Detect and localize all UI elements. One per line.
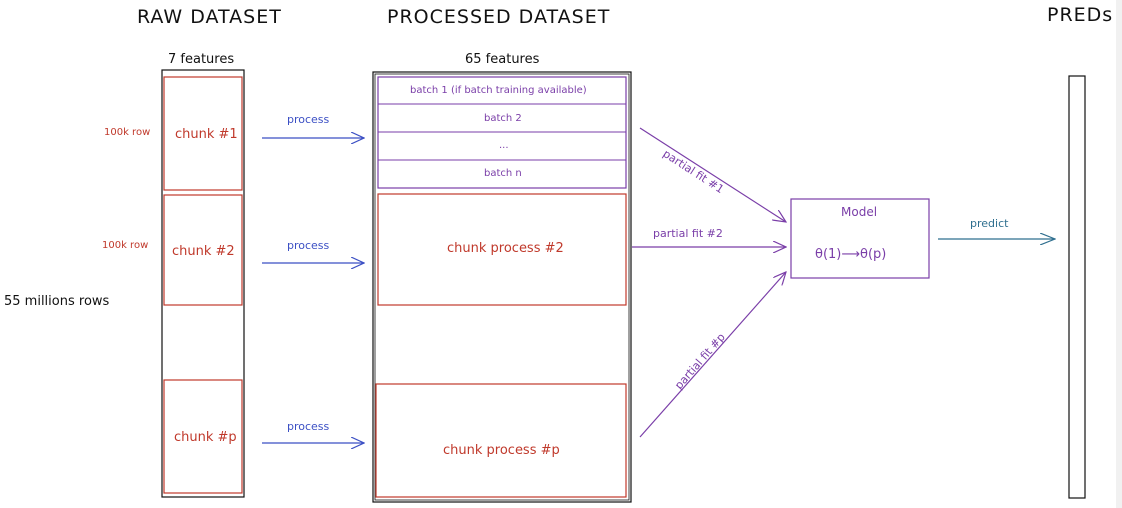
batch-n-label: batch n [484, 168, 522, 179]
header-raw-dataset: RAW DATASET [137, 6, 282, 28]
header-preds: PREDs [1047, 4, 1114, 26]
predict-label: predict [970, 217, 1009, 230]
partial-fit-arrow-p [639, 272, 786, 438]
raw-chunk-2-label: chunk #2 [172, 244, 235, 259]
model-title: Model [841, 205, 878, 219]
raw-dataset-column [161, 69, 245, 498]
partial-fit-arrow-1 [639, 127, 786, 222]
model-params: θ(1)⟶θ(p) [815, 247, 887, 262]
partial-fit-2-label: partial fit #2 [653, 227, 723, 240]
raw-chunk-1-label: chunk #1 [175, 127, 238, 142]
chunk-2-rows-label: 100k row [102, 240, 149, 251]
raw-chunk-p-label: chunk #p [174, 430, 237, 445]
raw-chunk-2-box [163, 194, 243, 306]
process-label-2: process [287, 239, 330, 252]
batch-2-label: batch 2 [484, 113, 522, 124]
vertical-scrollbar[interactable] [1116, 0, 1122, 508]
processed-features-label: 65 features [465, 52, 540, 67]
processed-dataset-column-inner [374, 73, 630, 501]
header-processed-dataset: PROCESSED DATASET [387, 6, 611, 28]
batch-1-label: batch 1 (if batch training available) [410, 85, 587, 96]
preds-column [1068, 75, 1086, 499]
process-label-p: process [287, 420, 330, 433]
chunk-process-p-label: chunk process #p [443, 443, 560, 458]
total-rows-label: 55 millions rows [4, 294, 110, 309]
chunk-1-rows-label: 100k row [104, 127, 151, 138]
chunk-process-p-box [375, 383, 627, 498]
raw-chunk-1-box [163, 76, 243, 191]
chunk-process-2-box [377, 193, 627, 306]
batch-ellipsis-label: ... [499, 140, 509, 151]
processed-dataset-column [372, 71, 632, 503]
chunk-process-2-label: chunk process #2 [447, 241, 564, 256]
raw-features-label: 7 features [168, 52, 235, 67]
raw-chunk-p-box [163, 379, 243, 494]
model-box [790, 198, 930, 279]
process-label-1: process [287, 113, 330, 126]
